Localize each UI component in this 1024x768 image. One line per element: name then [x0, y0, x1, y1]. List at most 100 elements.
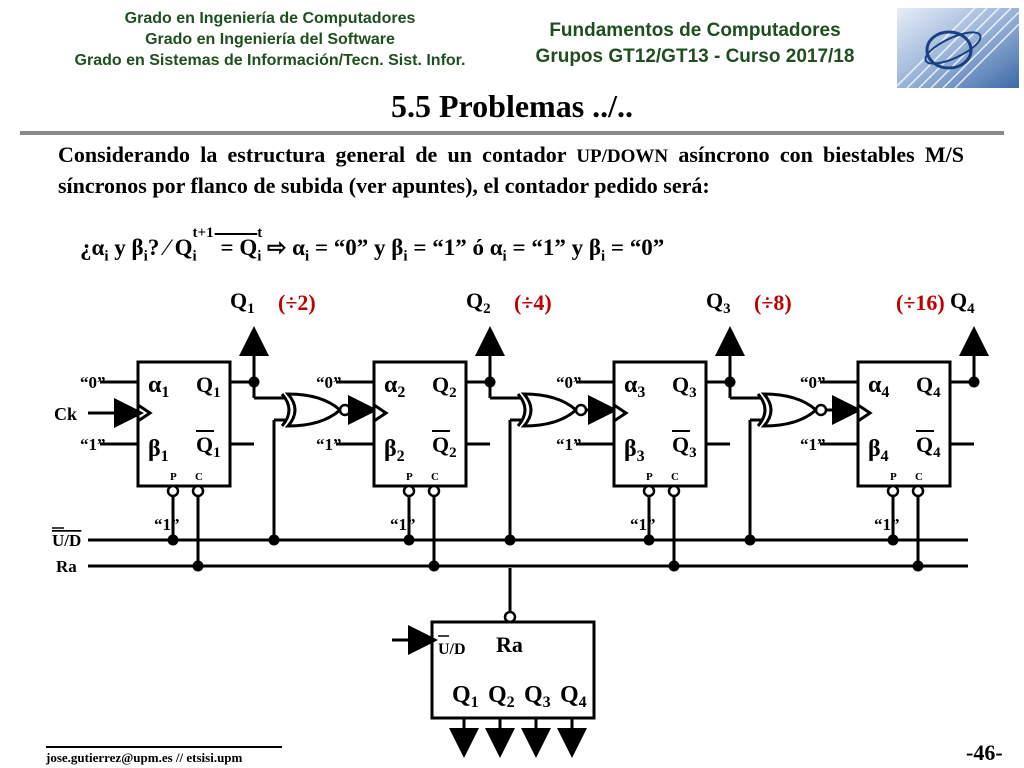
header-degree-1: Grado en Ingeniería de Computadores [124, 10, 416, 27]
clock-triangle [613, 403, 629, 423]
xor-back-curve [756, 393, 767, 427]
formula-sub: i [305, 248, 310, 265]
formula-text: α [489, 235, 503, 260]
formula-sub: i [192, 248, 197, 265]
ra-block-ud: U/D [438, 641, 466, 658]
clear-bubble [191, 484, 205, 498]
statement-part-1: Considerando la estructura general de un… [58, 142, 567, 167]
alpha-const-label: “0” [800, 373, 826, 392]
formula-sub: i [257, 248, 262, 265]
q-bar-label: Q4 [916, 432, 941, 461]
header-degrees: Grado en Ingeniería de Computadores Grad… [0, 8, 540, 71]
clock-triangle [857, 403, 873, 423]
preset-const-label: “1” [154, 515, 180, 534]
flipflop-4 [856, 360, 952, 488]
header-course: Fundamentos de Computadores Grupos GT12/… [505, 18, 885, 70]
preset-label: P [646, 471, 653, 483]
clock-triangle [373, 403, 389, 423]
flipflop-3 [612, 360, 708, 488]
formula-text: ? ⁄ Q [147, 235, 193, 260]
preset-bubble [166, 484, 180, 498]
ra-block-title: Ra [496, 632, 523, 657]
xnor-gate [760, 392, 819, 428]
page-number: -46- [966, 740, 1003, 765]
formula-sub: i [143, 248, 148, 265]
clear-label: C [195, 471, 203, 483]
statement-part-2: asíncrono con biestables M/S síncronos p… [58, 142, 965, 198]
page-title: 5.5 Problemas ../.. [390, 88, 634, 124]
divide-label: (÷4) [514, 290, 552, 315]
alpha-const-label: “0” [80, 373, 106, 392]
clear-label: C [671, 471, 679, 483]
beta-const-label: “1” [800, 435, 826, 454]
formula-text: y β [108, 235, 144, 260]
output-label: Q4 [950, 288, 975, 317]
clear-bubble [427, 484, 441, 498]
formula-sub: i [502, 248, 507, 265]
clear-bubble [911, 484, 925, 498]
preset-bubble [642, 484, 656, 498]
junction-dot [968, 376, 980, 388]
formula-or: ó [466, 235, 490, 260]
xor-back-curve [280, 393, 291, 427]
formula-text: = “0” y β [309, 235, 404, 260]
formula-sub: i [104, 248, 109, 265]
clear-label: C [431, 471, 439, 483]
divide-label: (÷16) [896, 290, 945, 315]
divide-label: (÷8) [754, 290, 792, 315]
xnor-bubble [574, 403, 588, 417]
formula-text: = “1” y β [506, 235, 601, 260]
clear-bubble [667, 484, 681, 498]
preset-label: P [170, 471, 177, 483]
problem-statement: Considerando la estructura general de un… [58, 140, 964, 200]
alpha-const-label: “0” [556, 373, 582, 392]
header-course-name: Fundamentos de Computadores [549, 20, 841, 41]
formula-sub: i [403, 248, 408, 265]
q-label: Q4 [916, 372, 941, 401]
xnor-bubble [814, 403, 828, 417]
output-label: Q1 [230, 288, 255, 317]
xnor-gate [520, 392, 579, 428]
xnor-gate [284, 392, 343, 428]
preset-const-label: “1” [390, 515, 416, 534]
formula-text: = “1” [407, 235, 467, 260]
ra-label: Ra [56, 557, 77, 576]
preset-const-label: “1” [874, 515, 900, 534]
output-label: Q2 [466, 288, 491, 317]
preset-const-label: “1” [630, 515, 656, 534]
formula-sup: t [257, 225, 263, 241]
preset-bubble [886, 484, 900, 498]
formula-sup: t+1 [192, 225, 214, 241]
statement-updown: UP/DOWN [576, 146, 669, 167]
beta-const-label: “1” [556, 435, 582, 454]
ck-label: Ck [54, 404, 77, 424]
formula-text: = “0” [605, 235, 665, 260]
xor-back-curve [516, 393, 527, 427]
formula-q-open: ¿α [80, 235, 105, 260]
footer-divider [46, 746, 282, 748]
ud-label: U/D [52, 531, 81, 550]
flipflop-2 [372, 360, 468, 488]
formula-sub: i [600, 248, 606, 265]
output-label: Q3 [706, 288, 731, 317]
formula-text: = Q [214, 235, 258, 260]
preset-label: P [406, 471, 413, 483]
preset-label: P [890, 471, 897, 483]
beta-const-label: “1” [316, 435, 342, 454]
formula-arrow: ⇨ [261, 235, 293, 260]
formula-text: α [292, 235, 306, 260]
header-degree-3: Grado en Sistemas de Información/Tecn. S… [74, 52, 466, 69]
alpha-const-label: “0” [316, 373, 342, 392]
title-divider [20, 131, 1004, 135]
university-logo [897, 8, 1019, 88]
footer-email: jose.gutierrez@upm.es // etsisi.upm [46, 750, 243, 765]
beta-const-label: “1” [80, 435, 106, 454]
xnor-bubble [338, 403, 352, 417]
header-course-groups: Grupos GT12/GT13 - Curso 2017/18 [535, 46, 855, 67]
divide-label: (÷2) [278, 290, 316, 315]
header-degree-2: Grado en Ingeniería del Software [145, 31, 395, 48]
preset-bubble [402, 484, 416, 498]
